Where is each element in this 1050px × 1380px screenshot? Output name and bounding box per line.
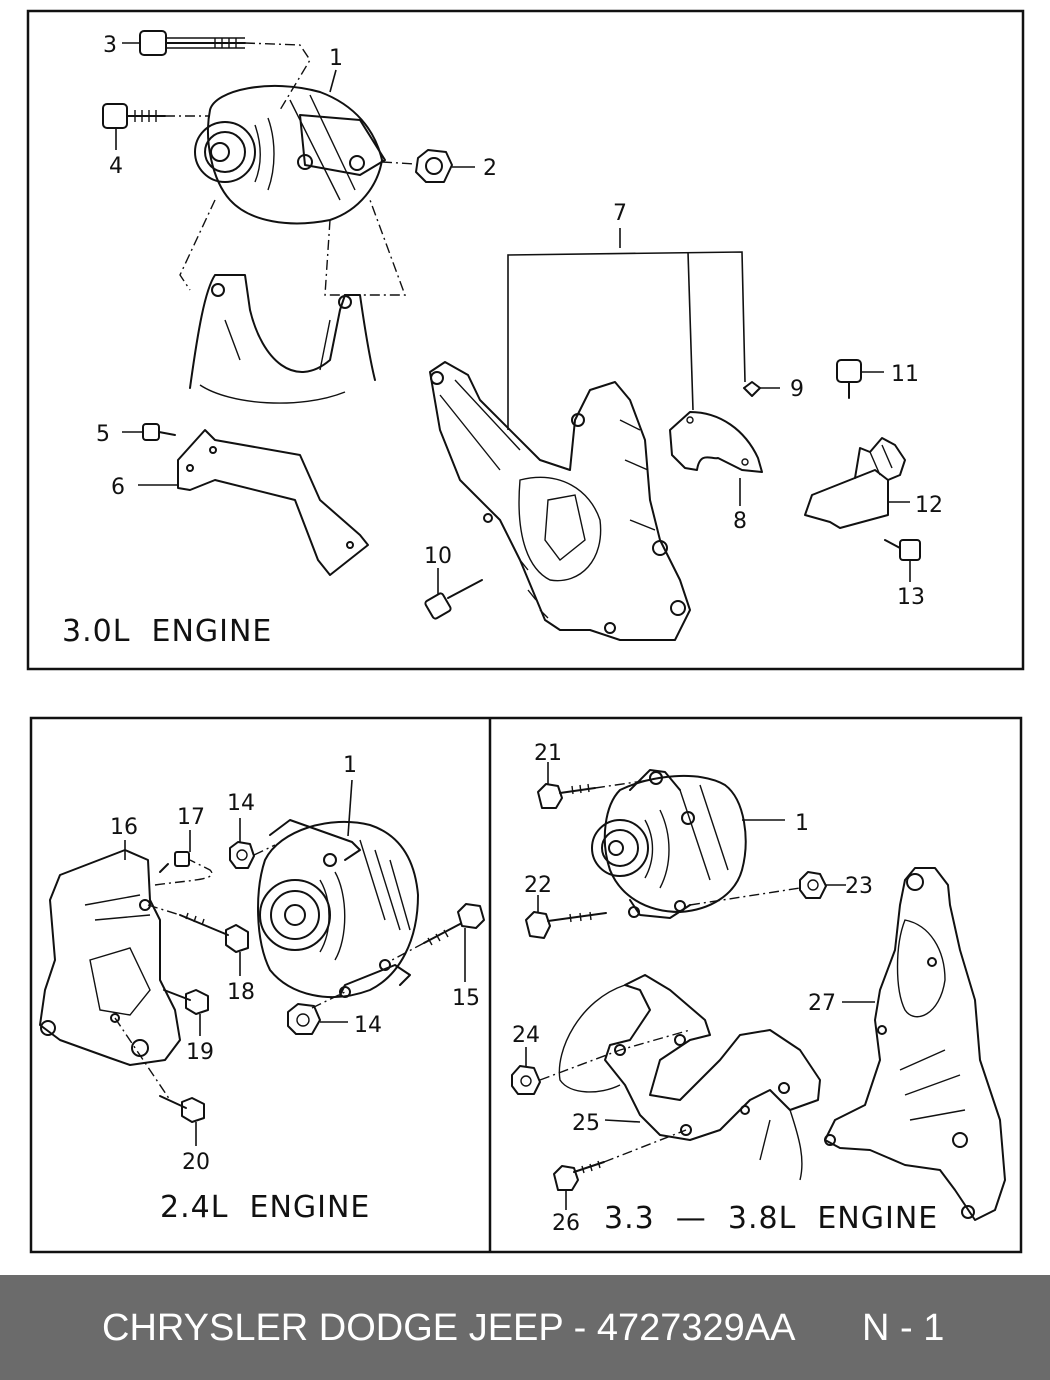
part-20-bolt bbox=[159, 1095, 205, 1146]
callout-11: 11 bbox=[891, 362, 919, 387]
footer-page-number: N - 1 bbox=[862, 1307, 945, 1349]
part-12-bracket bbox=[804, 437, 910, 529]
callout-13: 13 bbox=[897, 585, 925, 610]
callout-23: 23 bbox=[845, 874, 873, 899]
callout-7: 7 bbox=[613, 201, 627, 226]
part-16-bracket bbox=[39, 840, 181, 1101]
part-4-bolt bbox=[102, 103, 210, 150]
callout-14-lower: 14 bbox=[354, 1013, 382, 1038]
caption-3-0l-engine: 3.0L ENGINE bbox=[62, 614, 272, 649]
callout-22: 22 bbox=[524, 873, 552, 898]
caption-2-4l-engine: 2.4L ENGINE bbox=[160, 1190, 370, 1225]
footer-bar: CHRYSLER DODGE JEEP - 4727329AA N - 1 bbox=[0, 1275, 1050, 1380]
callout-6: 6 bbox=[111, 475, 125, 500]
panel-3-3-3-8l-engine: 21 1 22 23 24 25 26 27 3.3 — 3.8L ENGINE bbox=[511, 741, 1006, 1236]
part-2-nut bbox=[381, 149, 475, 183]
callout-4: 4 bbox=[109, 154, 123, 179]
callout-1-2-4l: 1 bbox=[343, 753, 357, 778]
part-1-alternator-3-3l bbox=[591, 769, 785, 919]
part-25-bracket bbox=[539, 974, 821, 1181]
callout-12: 12 bbox=[915, 493, 943, 518]
part-14-nut-upper bbox=[229, 818, 276, 869]
part-6-bracket bbox=[138, 429, 369, 576]
part-15-bolt bbox=[391, 903, 485, 982]
part-1-alternator bbox=[194, 69, 386, 225]
part-26-bolt bbox=[553, 1129, 687, 1210]
callout-21: 21 bbox=[534, 741, 562, 766]
part-19-bolt bbox=[163, 989, 209, 1036]
callout-15: 15 bbox=[452, 986, 480, 1011]
panel-frame-bottom bbox=[29, 716, 1023, 1254]
part-1-alternator-2-4l bbox=[257, 779, 419, 998]
callout-2: 2 bbox=[483, 156, 497, 181]
callout-26: 26 bbox=[552, 1211, 580, 1236]
part-7-leader bbox=[507, 228, 746, 430]
part-10-bolt bbox=[424, 568, 483, 620]
footer-brand-part-number: CHRYSLER DODGE JEEP - 4727329AA bbox=[102, 1307, 796, 1349]
callout-9: 9 bbox=[790, 377, 804, 402]
callout-18: 18 bbox=[227, 980, 255, 1005]
callout-17: 17 bbox=[177, 805, 205, 830]
alternator-bracket bbox=[179, 199, 407, 404]
part-17-screw bbox=[154, 830, 213, 886]
part-9-screw bbox=[743, 381, 780, 397]
part-13-bolt bbox=[884, 539, 921, 582]
part-23-nut bbox=[689, 871, 846, 906]
caption-3-3-3-8l-engine: 3.3 — 3.8L ENGINE bbox=[604, 1201, 938, 1236]
callout-3: 3 bbox=[103, 33, 117, 58]
part-14-nut-lower bbox=[287, 991, 348, 1035]
part-8-shield bbox=[669, 411, 763, 506]
part-18-bolt bbox=[147, 904, 249, 976]
callout-27: 27 bbox=[808, 991, 836, 1016]
callout-16: 16 bbox=[110, 815, 138, 840]
part-24-nut bbox=[511, 1047, 541, 1095]
callout-25: 25 bbox=[572, 1111, 600, 1136]
callout-20: 20 bbox=[182, 1150, 210, 1175]
callout-10: 10 bbox=[424, 544, 452, 569]
part-7-mounting-bracket bbox=[429, 361, 691, 641]
callout-8: 8 bbox=[733, 509, 747, 534]
panel-2-4l-engine: 1 14 14 15 16 17 18 19 20 2.4L ENGINE bbox=[39, 753, 485, 1225]
parts-diagram: 1 2 3 4 5 6 7 8 9 10 11 12 13 3.0L ENGIN… bbox=[26, 9, 1025, 1254]
callout-1-3-3l: 1 bbox=[795, 811, 809, 836]
part-27-bracket bbox=[824, 867, 1006, 1221]
callout-19: 19 bbox=[186, 1040, 214, 1065]
callout-5: 5 bbox=[96, 422, 110, 447]
callout-1: 1 bbox=[329, 46, 343, 71]
part-11-bolt bbox=[836, 359, 884, 399]
panel-3-0l-engine: 1 2 3 4 5 6 7 8 9 10 11 12 13 3.0L ENGIN… bbox=[26, 9, 1025, 671]
part-22-bolt bbox=[525, 895, 607, 939]
callout-24: 24 bbox=[512, 1023, 540, 1048]
part-3-bolt bbox=[122, 30, 311, 111]
part-5-bolt bbox=[122, 423, 176, 441]
callout-14-upper: 14 bbox=[227, 791, 255, 816]
panel-frame-top bbox=[26, 9, 1025, 671]
